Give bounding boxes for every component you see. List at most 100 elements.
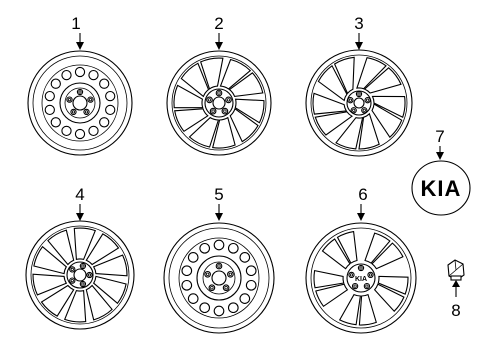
leader-line-8 — [452, 280, 460, 297]
leader-line-4 — [76, 204, 84, 221]
lug-hole — [87, 96, 94, 103]
spoke-window — [315, 283, 349, 308]
vent-hole — [213, 305, 225, 317]
vent-hole — [44, 90, 55, 102]
spoke-window — [356, 57, 387, 90]
callout-5: 5 — [214, 185, 223, 204]
spoke-window — [312, 92, 348, 115]
wheel-6-drawing: KIA — [305, 222, 417, 334]
lug-bolt — [217, 91, 221, 95]
lug-nut-drawing — [447, 259, 465, 281]
lug-hole — [367, 271, 374, 279]
wheel-1-drawing — [27, 50, 133, 156]
spoke-window — [371, 242, 404, 270]
lug-hole — [215, 262, 223, 270]
hub-logo: KIA — [355, 276, 367, 283]
lug-bolt — [228, 272, 233, 276]
lug-bolt — [71, 110, 76, 114]
spoke-window — [377, 275, 409, 295]
wheel-4-drawing — [25, 220, 135, 330]
vent-hole — [199, 302, 211, 314]
spoke-window — [317, 64, 348, 102]
spoke-window — [174, 108, 209, 133]
part-5-steel-wheel[interactable]: 5 — [163, 185, 275, 334]
vent-hole — [99, 78, 110, 89]
leader-line-1 — [76, 33, 84, 50]
lug-hole — [348, 271, 355, 279]
lug-hole — [350, 107, 357, 114]
wheel-5-drawing — [163, 222, 275, 334]
vent-hole — [181, 279, 193, 291]
spoke-window — [313, 269, 345, 289]
lug-bolt — [365, 284, 369, 288]
vent-hole — [213, 239, 225, 251]
callout-4: 4 — [75, 185, 84, 204]
spoke-window — [200, 57, 224, 90]
vent-hole — [239, 293, 251, 304]
lug-bolt — [84, 110, 89, 114]
spoke-window — [47, 229, 75, 266]
lug-hole — [76, 88, 84, 96]
spoke-window — [180, 62, 210, 98]
leader-line-3 — [355, 33, 363, 50]
vent-hole — [227, 302, 239, 314]
leader-line-6 — [357, 204, 365, 221]
part-3-alloy-wheel[interactable]: 3 — [305, 14, 413, 157]
callout-3: 3 — [354, 14, 363, 33]
lug-hole — [364, 97, 371, 104]
wheel-2-drawing — [166, 50, 272, 156]
lug-hole — [66, 96, 73, 103]
lug-hole — [351, 282, 359, 290]
lug-hole — [69, 277, 76, 284]
callout-2: 2 — [214, 14, 223, 33]
lug-bolt — [349, 273, 354, 277]
spoke-window — [335, 116, 364, 150]
vent-hole — [61, 69, 72, 81]
part-6-alloy-wheel[interactable]: 6 KIA — [305, 185, 417, 334]
callout-8: 8 — [451, 301, 460, 320]
spoke-window — [173, 84, 204, 109]
vent-hole — [245, 279, 257, 291]
center-cap-drawing — [411, 160, 471, 216]
lug-hole — [209, 107, 217, 115]
leader-line-2 — [215, 33, 223, 50]
lug-hole — [206, 96, 213, 104]
vent-hole — [227, 242, 239, 254]
vent-hole — [74, 66, 86, 78]
spoke-window — [92, 275, 127, 305]
spoke-window — [363, 67, 402, 94]
part-8-lug-nut[interactable]: 8 — [447, 259, 465, 320]
vent-hole — [105, 104, 116, 116]
vent-hole — [44, 104, 55, 116]
spoke-window — [188, 116, 220, 148]
spoke-window — [358, 293, 377, 326]
part-1-steel-wheel[interactable]: 1 — [27, 14, 133, 156]
part-2-alloy-wheel[interactable]: 2 — [166, 14, 272, 156]
lug-hole — [361, 107, 368, 114]
part-4-alloy-wheel[interactable]: 4 — [25, 185, 135, 330]
spoke-window — [338, 293, 362, 326]
vent-hole — [181, 265, 193, 277]
vent-hole — [105, 90, 116, 102]
spoke-window — [219, 58, 252, 90]
lug-hole — [83, 108, 90, 116]
vent-hole — [239, 252, 251, 263]
spoke-window — [32, 273, 68, 296]
spoke-window — [373, 283, 405, 312]
lug-bolt — [207, 98, 212, 102]
vent-hole — [187, 252, 199, 263]
lug-hole — [86, 271, 93, 279]
vent-hole — [199, 242, 211, 254]
vent-hole — [99, 117, 110, 128]
spoke-window — [212, 116, 236, 149]
lug-hole — [347, 97, 354, 104]
lug-hole — [69, 266, 76, 273]
lug-bolt — [362, 108, 366, 112]
vent-hole — [61, 125, 72, 137]
lug-bolt — [224, 285, 228, 290]
spoke-window — [371, 95, 406, 118]
part-7-center-cap[interactable]: 7 KIA — [411, 127, 471, 216]
lug-bolt — [211, 109, 215, 113]
spoke-window — [333, 56, 355, 95]
vent-hole — [245, 265, 257, 277]
